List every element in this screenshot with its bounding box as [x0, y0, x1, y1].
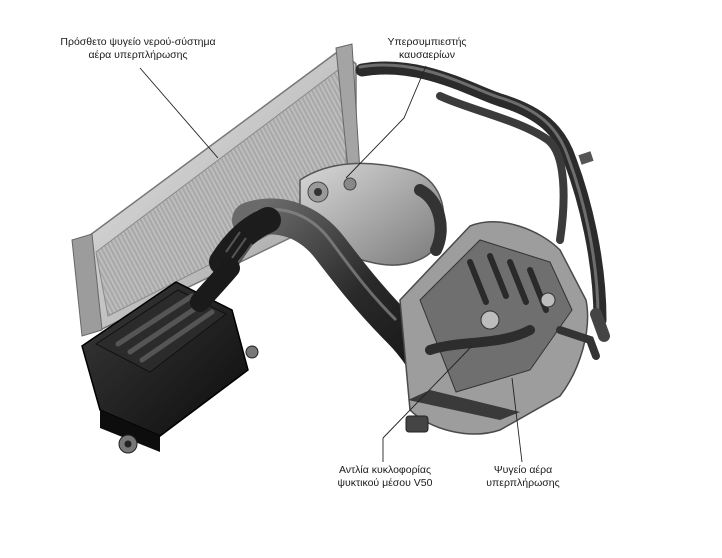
charge-air-cooler-assembly	[399, 221, 600, 435]
label-charge-air-cooler-line1: Ψυγείο αέρα	[493, 464, 553, 476]
label-supercharger-line2: καυσαερίων	[399, 49, 455, 61]
leader-aux-radiator	[139, 67, 219, 159]
leader-supercharger	[345, 65, 427, 179]
coolant-pipes	[355, 61, 610, 342]
label-aux-radiator-line2: αέρα υπερπλήρωσης	[88, 49, 188, 61]
leader-pump-b	[382, 345, 473, 439]
label-charge-air-cooler-line2: υπερπλήρωσης	[486, 477, 560, 489]
leader-lines	[139, 65, 523, 463]
label-aux-radiator: Πρόσθετο ψυγείο νερού-σύστημα αέρα υπερπ…	[38, 36, 238, 62]
air-filter-box	[81, 258, 259, 454]
label-aux-radiator-line1: Πρόσθετο ψυγείο νερού-σύστημα	[60, 36, 216, 48]
aux-radiator	[71, 43, 363, 337]
label-supercharger-line1: Υπερσυμπιεστής	[387, 36, 467, 48]
label-coolant-pump: Αντλία κυκλοφορίας ψυκτικού μέσου V50	[318, 464, 452, 490]
label-coolant-pump-line2: ψυκτικού μέσου V50	[337, 477, 433, 489]
label-coolant-pump-line1: Αντλία κυκλοφορίας	[338, 464, 432, 476]
label-charge-air-cooler: Ψυγείο αέρα υπερπλήρωσης	[468, 464, 578, 490]
leader-charge-air-cooler	[511, 377, 523, 463]
label-supercharger: Υπερσυμπιεστής καυσαερίων	[372, 36, 482, 62]
